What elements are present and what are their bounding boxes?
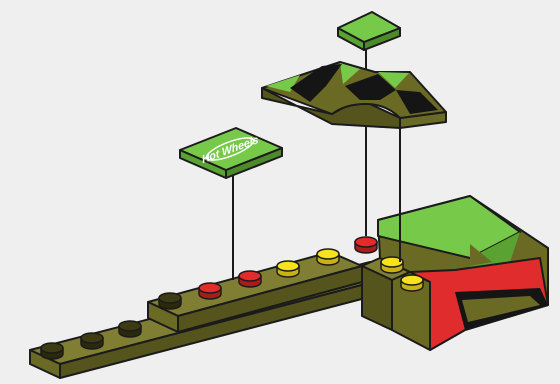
- top-small-tile: [338, 12, 400, 50]
- stud-dark: [41, 343, 63, 359]
- stud-yellow: [401, 275, 423, 291]
- stud-red: [239, 271, 261, 287]
- stud-yellow: [317, 249, 339, 265]
- curved-top-piece: [262, 62, 446, 128]
- stud-dark: [119, 321, 141, 337]
- logo-tile: Hot Wheels: [180, 128, 282, 178]
- base-plates: [30, 252, 430, 378]
- stud-red: [199, 283, 221, 299]
- stud-dark: [159, 293, 181, 309]
- stud-red: [355, 237, 377, 253]
- stud-dark: [81, 333, 103, 349]
- stud-yellow: [277, 261, 299, 277]
